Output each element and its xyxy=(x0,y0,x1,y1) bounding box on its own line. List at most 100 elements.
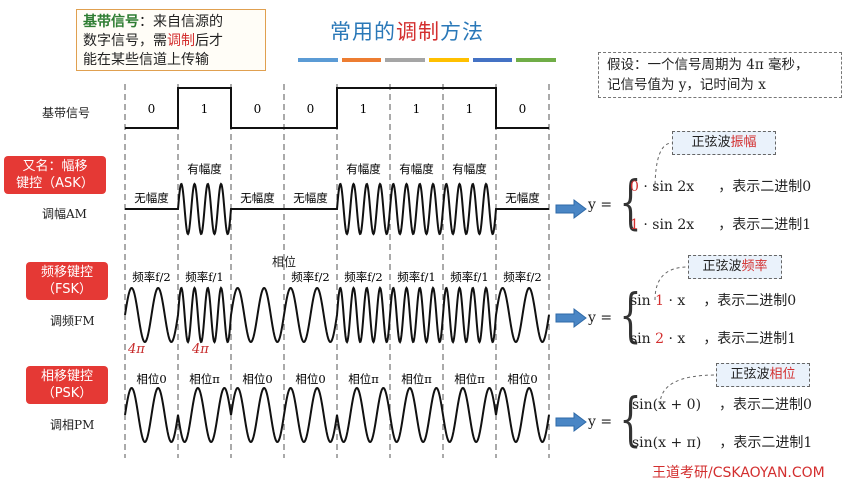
bit-label: 0 xyxy=(519,102,527,116)
psk-box-prefix: 正弦波 xyxy=(730,367,770,382)
psk-eq-2: sin(x + π) xyxy=(632,435,702,451)
fsk-slot-label: 频率f/2 xyxy=(291,270,329,284)
fsk-tag-line-1: 频移键控 xyxy=(40,265,93,280)
note-term: 基带信号 xyxy=(83,14,139,30)
ask-eq-line-2: 1 · sin 2x，表示二进制1 xyxy=(630,214,811,234)
fsk-eq-2-pre: sin xyxy=(630,331,656,347)
note-highlight: 调制 xyxy=(167,33,195,49)
ask-tag-line-2: 键控（ASK） xyxy=(16,176,94,191)
title-bar-segment xyxy=(429,58,469,62)
slot-dividers xyxy=(124,84,550,458)
handwritten-note-1: 4π xyxy=(128,342,145,357)
fsk-slot-label: 频率f/1 xyxy=(185,270,223,284)
arrow-icon xyxy=(555,199,587,219)
title-bar-segment xyxy=(298,58,338,62)
fsk-tag-line-2: （FSK） xyxy=(41,282,93,297)
bit-label: 1 xyxy=(413,102,421,116)
psk-sine-box: 正弦波相位 xyxy=(716,363,810,387)
fsk-waveform xyxy=(124,286,550,344)
ask-waveform xyxy=(125,182,549,236)
fsk-eq-line-2: sin 2 · x ，表示二进制1 xyxy=(630,328,796,348)
baseband-square-wave xyxy=(125,87,549,129)
psk-wave-path xyxy=(124,386,550,444)
psk-eq-1: sin(x + 0) xyxy=(632,397,702,413)
ask-eq-1-rest: · sin 2x xyxy=(638,179,695,195)
fsk-slot-label: 频率f/2 xyxy=(132,270,170,284)
connector-line xyxy=(654,142,673,191)
fsk-slot-label: 频率f/1 xyxy=(397,270,435,284)
psk-waveform xyxy=(124,386,550,444)
fsk-slot-label: 频率f/2 xyxy=(503,270,541,284)
psk-box-key: 相位 xyxy=(769,367,796,382)
ask-eq-line-1: 0 · sin 2x ，表示二进制0 xyxy=(630,176,811,196)
psk-tag-line-1: 相移键控 xyxy=(40,369,93,384)
result-arrows xyxy=(555,142,717,432)
bit-label: 0 xyxy=(254,102,262,116)
baseband-row-label: 基带信号 xyxy=(42,106,91,120)
psk-tag: 相移键控 （PSK） xyxy=(26,366,108,404)
psk-slot-label: 相位π xyxy=(348,372,379,386)
ask-slot-label: 有幅度 xyxy=(187,162,222,176)
psk-slot-label: 相位π xyxy=(454,372,485,386)
title-part-1: 常用的 xyxy=(330,20,396,44)
fsk-coef-1: 1 xyxy=(655,293,665,309)
ask-tag-line-1: 又名：幅移 xyxy=(22,159,88,174)
bit-label: 0 xyxy=(148,102,156,116)
psk-slot-label: 相位0 xyxy=(242,372,272,386)
ask-coef-1: 1 xyxy=(630,217,639,233)
note-text-4: 能在某些信道上传输 xyxy=(83,52,209,68)
psk-slot-label: 相位0 xyxy=(507,372,537,386)
ask-slot-label: 无幅度 xyxy=(505,191,540,205)
ask-coef-0: 0 xyxy=(630,179,639,195)
bit-label: 1 xyxy=(360,102,368,116)
note-text-2: 数字信号，需 xyxy=(83,33,167,49)
title-bar-segment xyxy=(385,58,426,62)
arrow-icon xyxy=(555,308,587,328)
fsk-box-key: 频率 xyxy=(741,259,768,274)
psk-slot-label: 相位0 xyxy=(295,372,325,386)
fsk-coef-2: 2 xyxy=(655,331,665,347)
title-bar-segment xyxy=(341,58,382,62)
ask-row-label: 调幅AM xyxy=(42,207,87,221)
assumption-line-2: 记信号值为 y，记时间为 x xyxy=(607,77,766,93)
psk-eq-line-1: sin(x + 0) ，表示二进制0 xyxy=(632,394,812,414)
ask-wave-path xyxy=(125,182,549,236)
psk-eq-2-desc: ，表示二进制1 xyxy=(719,435,813,451)
title-part-3: 方法 xyxy=(440,20,484,44)
ask-eq-y: y = xyxy=(588,197,613,213)
handwritten-note-2: 4π xyxy=(192,342,209,357)
baseband-definition-note: 基带信号：来自信源的 数字信号，需调制后才 能在某些信道上传输 xyxy=(76,9,266,71)
ask-slot-label: 有幅度 xyxy=(346,162,381,176)
fsk-wave-path xyxy=(124,286,550,344)
assumption-line-1: 假设：一个信号周期为 4π 毫秒， xyxy=(607,57,809,73)
note-text-3: 后才 xyxy=(195,33,223,49)
fsk-eq-2-rest: · x xyxy=(664,331,686,347)
psk-eq-1-desc: ，表示二进制0 xyxy=(719,397,812,413)
fsk-row-label: 调频FM xyxy=(50,314,95,328)
ask-eq-1-desc: ，表示二进制0 xyxy=(718,179,812,195)
fsk-eq-y: y = xyxy=(588,310,613,326)
fsk-eq-line-1: sin 1 · x，表示二进制0 xyxy=(630,290,796,310)
fsk-box-prefix: 正弦波 xyxy=(702,259,742,274)
fsk-eq-1-pre: sin xyxy=(630,293,656,309)
ask-eq-2-rest: · sin 2x xyxy=(638,217,695,233)
psk-slot-label: 相位0 xyxy=(136,372,166,386)
psk-tag-line-2: （PSK） xyxy=(41,386,93,401)
psk-row-label: 调相PM xyxy=(50,418,95,432)
ask-box-prefix: 正弦波 xyxy=(691,135,731,150)
ask-slot-label: 无幅度 xyxy=(293,191,328,205)
ask-slot-label: 无幅度 xyxy=(240,191,275,205)
bit-label: 1 xyxy=(466,102,474,116)
title-bar-segment xyxy=(472,58,513,62)
ask-tag: 又名：幅移 键控（ASK） xyxy=(4,156,106,194)
ask-slot-label: 有幅度 xyxy=(399,162,434,176)
title-bar-segment xyxy=(516,58,557,62)
baseband-waveform xyxy=(125,87,549,129)
fsk-slot-label: 频率f/2 xyxy=(344,270,382,284)
fsk-eq-2-desc: ，表示二进制1 xyxy=(703,331,797,347)
footer-watermark: 王道考研/CSKAOYAN.COM xyxy=(652,465,825,481)
ask-slot-label: 有幅度 xyxy=(452,162,487,176)
fsk-eq-1-rest: · x xyxy=(664,293,686,309)
